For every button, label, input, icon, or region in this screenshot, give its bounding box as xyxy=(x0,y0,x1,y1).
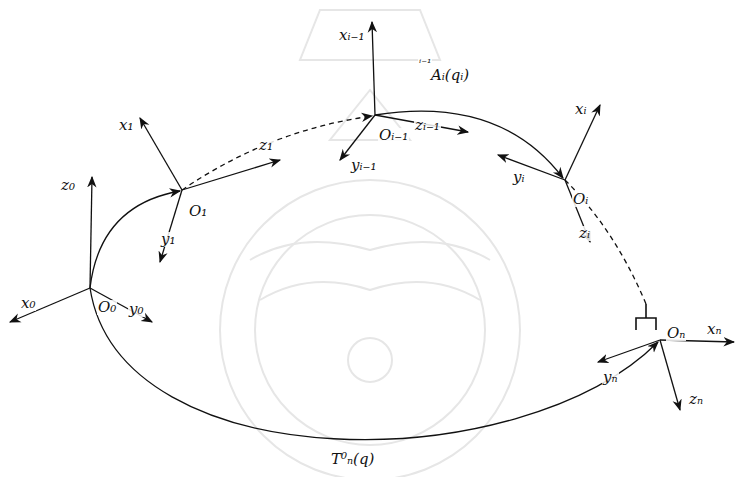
axis-label: Oᵢ xyxy=(572,192,589,207)
gripper-symbol xyxy=(636,304,656,330)
axis-label: O₀ xyxy=(97,300,117,315)
axis-label: yₙ xyxy=(602,370,619,385)
axis-label: yᵢ₋₁ xyxy=(350,158,377,173)
axis-label: y₀ xyxy=(128,302,145,317)
axis-label: xᵢ xyxy=(574,102,587,117)
axis-label: Oₙ xyxy=(666,326,686,341)
axis-label: z₁ xyxy=(258,138,274,153)
axis-label: xₙ xyxy=(706,322,723,337)
axis-label: x₀ xyxy=(20,296,36,311)
axis-label: xᵢ₋₁ xyxy=(338,28,365,43)
axis-label: yᵢ xyxy=(512,170,526,185)
axis-label: O₁ xyxy=(188,204,208,219)
axis-label: zᵢ₋₁ xyxy=(414,118,441,133)
watermark-seal xyxy=(220,10,520,477)
axis-label: y₁ xyxy=(160,232,177,247)
transform-arcs xyxy=(90,111,658,439)
axis-label: x₁ xyxy=(118,118,134,133)
axis-label: zₙ xyxy=(688,392,704,407)
coordinate-axes xyxy=(10,22,734,410)
axis-label: T⁰ₙ(q) xyxy=(330,452,375,467)
axis-label: z₀ xyxy=(60,178,76,193)
axis-label: Aᵢ(qᵢ) xyxy=(430,68,470,83)
axis-label: zᵢ xyxy=(578,226,591,241)
axis-label: Oᵢ₋₁ xyxy=(378,128,409,143)
